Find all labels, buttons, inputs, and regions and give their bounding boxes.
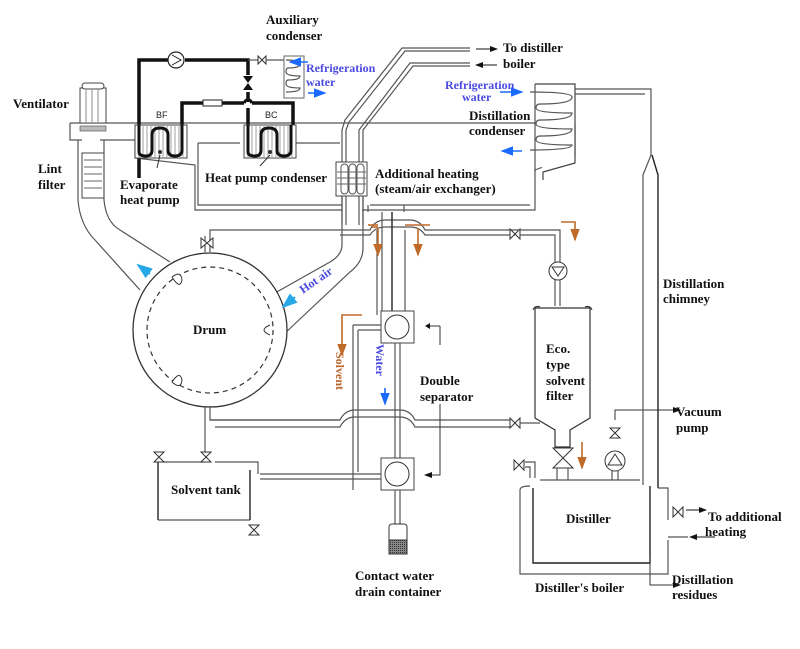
hot-air-duct	[274, 196, 364, 336]
heat-pump-condenser-bc	[243, 124, 297, 167]
filter-pump	[515, 229, 568, 306]
distillation-condenser	[500, 83, 659, 488]
label-distillation-chimney-2: chimney	[663, 291, 710, 306]
label-eco-filter-4: filter	[546, 388, 574, 403]
tank-drain-valve-icon	[247, 524, 261, 536]
label-to-distiller-boiler-2: boiler	[503, 56, 536, 71]
vacuum-pump-icon	[604, 450, 626, 472]
label-eco-filter-3: solvent	[546, 373, 586, 388]
label-bf: BF	[156, 110, 168, 120]
label-solvent: Solvent	[333, 352, 347, 390]
label-distillation-residues-2: residues	[672, 587, 717, 602]
label-refrigeration-water-2b: water	[462, 90, 492, 104]
filter-drier-icon	[202, 99, 223, 107]
label-double-separator-2: separator	[420, 389, 474, 404]
hot-air-arrow	[281, 293, 298, 309]
label-vacuum-pump-1: Vacuum	[676, 404, 722, 419]
label-lint-filter-2: filter	[38, 177, 66, 192]
labels: Auxiliary condenser Refrigeration water …	[13, 12, 782, 602]
label-water: Water	[373, 344, 387, 377]
label-heat-pump-condenser: Heat pump condenser	[205, 170, 327, 185]
label-bc: BC	[265, 110, 278, 120]
label-distillation-condenser-2: condenser	[469, 123, 526, 138]
vacuum-valve-icon	[608, 427, 622, 439]
tank-vent-valve-icon	[152, 451, 166, 463]
label-evaporate-heat-pump-2: heat pump	[120, 192, 180, 207]
valve-icon	[509, 227, 521, 241]
pump-icon	[548, 261, 568, 281]
label-double-separator-1: Double	[420, 373, 460, 388]
expansion-valve-icon	[243, 76, 253, 90]
label-drum: Drum	[193, 322, 226, 337]
label-to-additional-heating-1: To additional	[708, 509, 782, 524]
filter-outlet-valve-icon	[551, 447, 575, 469]
distiller	[513, 458, 715, 588]
valve-icon	[509, 416, 521, 430]
label-to-distiller-boiler-1: To distiller	[503, 40, 563, 55]
label-refrigeration-water-1: Refrigeration	[306, 61, 376, 75]
label-distillation-residues-1: Distillation	[672, 572, 734, 587]
aux-valve-icon	[257, 54, 267, 66]
drum	[132, 229, 340, 455]
label-distillation-condenser-1: Distillation	[469, 108, 531, 123]
air-out-arrow	[136, 263, 153, 279]
distiller-valve-icon	[513, 458, 525, 472]
label-distiller: Distiller	[566, 511, 611, 526]
additional-heater	[335, 161, 368, 197]
label-auxiliary-condenser-2: condenser	[266, 28, 323, 43]
label-to-additional-heating-2: heating	[705, 524, 747, 539]
label-distillation-chimney-1: Distillation	[663, 276, 725, 291]
label-contact-water-1: Contact water	[355, 568, 434, 583]
label-eco-filter-2: type	[546, 357, 570, 372]
tank-inlet-valve-icon	[199, 451, 213, 463]
label-refrigeration-water-1b: water	[306, 75, 336, 89]
label-eco-filter-1: Eco.	[546, 341, 570, 356]
compressor-icon	[167, 51, 185, 69]
label-ventilator: Ventilator	[13, 96, 69, 111]
label-contact-water-2: drain container	[355, 584, 442, 599]
label-distillers-boiler: Distiller's boiler	[535, 580, 624, 595]
label-evaporate-heat-pump-1: Evaporate	[120, 177, 178, 192]
lint-filter	[77, 140, 171, 291]
eco-solvent-filter	[532, 305, 593, 480]
solvent-tank	[152, 451, 261, 536]
label-additional-heating-1: Additional heating	[375, 166, 479, 181]
label-vacuum-pump-2: pump	[676, 420, 709, 435]
label-auxiliary-condenser-1: Auxiliary	[266, 12, 319, 27]
heating-valve-icon	[672, 505, 684, 519]
auxiliary-condenser	[283, 55, 327, 99]
drum-valve-icon	[200, 236, 214, 250]
label-refrigeration-water-2: Refrigeration	[445, 78, 515, 92]
vacuum-pump	[604, 407, 681, 480]
label-lint-filter-1: Lint	[38, 161, 63, 176]
evaporator-bf	[134, 124, 188, 169]
label-additional-heating-2: (steam/air exchanger)	[375, 181, 496, 196]
air-duct	[69, 122, 576, 211]
label-solvent-tank: Solvent tank	[171, 482, 241, 497]
ventilator	[79, 82, 107, 132]
central-pipes	[210, 205, 580, 555]
